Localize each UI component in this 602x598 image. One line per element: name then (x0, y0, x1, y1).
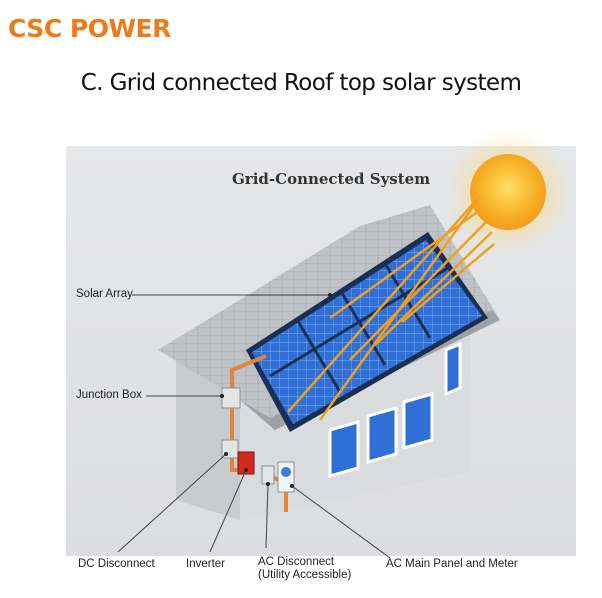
window-group (328, 341, 462, 478)
label-ac-disconnect: AC Disconnect (Utility Accessible) (258, 556, 351, 582)
leader-dots (220, 293, 332, 488)
label-inverter: Inverter (186, 558, 225, 570)
page-title: C. Grid connected Roof top solar system (80, 70, 522, 96)
diagram-title: Grid-Connected System (232, 170, 431, 188)
label-dc-disconnect: DC Disconnect (78, 558, 155, 570)
meter-icon (277, 461, 295, 493)
label-ac-disconnect-line2: (Utility Accessible) (258, 569, 352, 581)
label-junction-box: Junction Box (76, 389, 142, 401)
ac-disconnect (261, 465, 275, 485)
label-ac-main-panel: AC Main Panel and Meter (386, 558, 518, 570)
brand-logo: CSC POWER (8, 14, 171, 43)
label-solar-array: Solar Array (76, 288, 133, 300)
label-ac-disconnect-line1: AC Disconnect (258, 556, 335, 568)
junction-box (221, 387, 241, 409)
sun-icon (446, 130, 570, 254)
sun-rays (287, 195, 495, 421)
leader-lines (117, 294, 391, 559)
inverter-icon (237, 451, 255, 475)
